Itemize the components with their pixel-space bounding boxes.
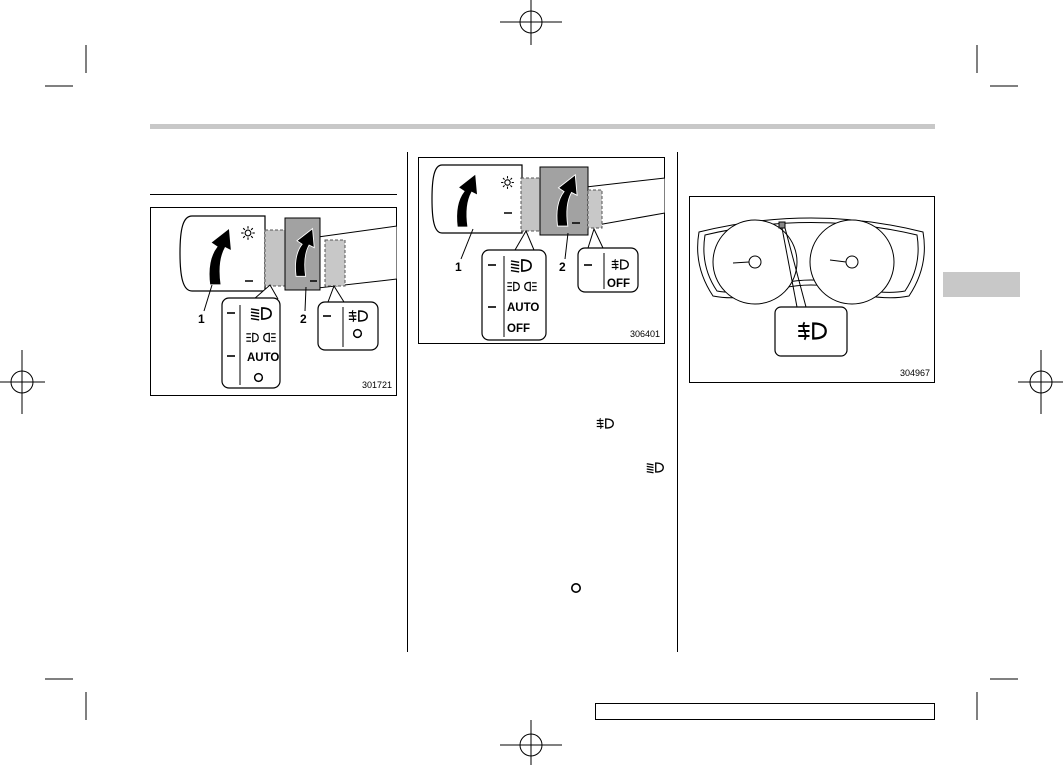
callout-label-1: 1: [198, 312, 205, 326]
figure-number: 301721: [362, 380, 392, 390]
callout-label-2: 2: [300, 312, 307, 326]
column-divider-1: [407, 152, 408, 652]
section-tab: [943, 272, 1020, 297]
indicator-callout: [774, 306, 848, 357]
callout-label-2: 2: [559, 260, 566, 274]
header-bar: [150, 124, 935, 129]
figure-number: 304967: [900, 368, 930, 378]
section-rule: [150, 194, 397, 195]
footer-box: [595, 703, 935, 720]
off-circle-icon: [570, 582, 582, 594]
figure-instrument-cluster: 304967: [689, 196, 935, 383]
figure-combination-switch-1: 1 2 AUTO 301721: [150, 207, 397, 396]
fog-ring-marker: [587, 189, 603, 229]
front-fog-light-icon: [596, 417, 614, 430]
fog-ring-marker: [324, 239, 346, 287]
fog-switch-callout: [317, 284, 379, 351]
off-label: OFF: [607, 278, 630, 290]
gauge-right: [809, 219, 895, 305]
fog-switch-callout: OFF: [577, 227, 639, 293]
headlight-ring: [264, 229, 286, 287]
off-label: OFF: [507, 323, 530, 335]
fog-indicator-light: [778, 221, 786, 229]
headlight-switch-callout: AUTO: [221, 284, 281, 389]
headlight-switch-callout: AUTO OFF: [481, 229, 547, 341]
auto-label: AUTO: [247, 352, 279, 364]
callout-label-1: 1: [455, 260, 462, 274]
auto-label: AUTO: [507, 302, 539, 314]
figure-number: 306401: [630, 329, 660, 339]
column-divider-2: [677, 152, 678, 652]
headlight-icon: [646, 462, 664, 474]
stalk-knob: [431, 164, 523, 234]
gauge-left: [712, 219, 798, 305]
figure-combination-switch-2: 1 2 AUTO OFF OFF 306401: [418, 157, 665, 344]
headlight-ring: [520, 177, 542, 232]
